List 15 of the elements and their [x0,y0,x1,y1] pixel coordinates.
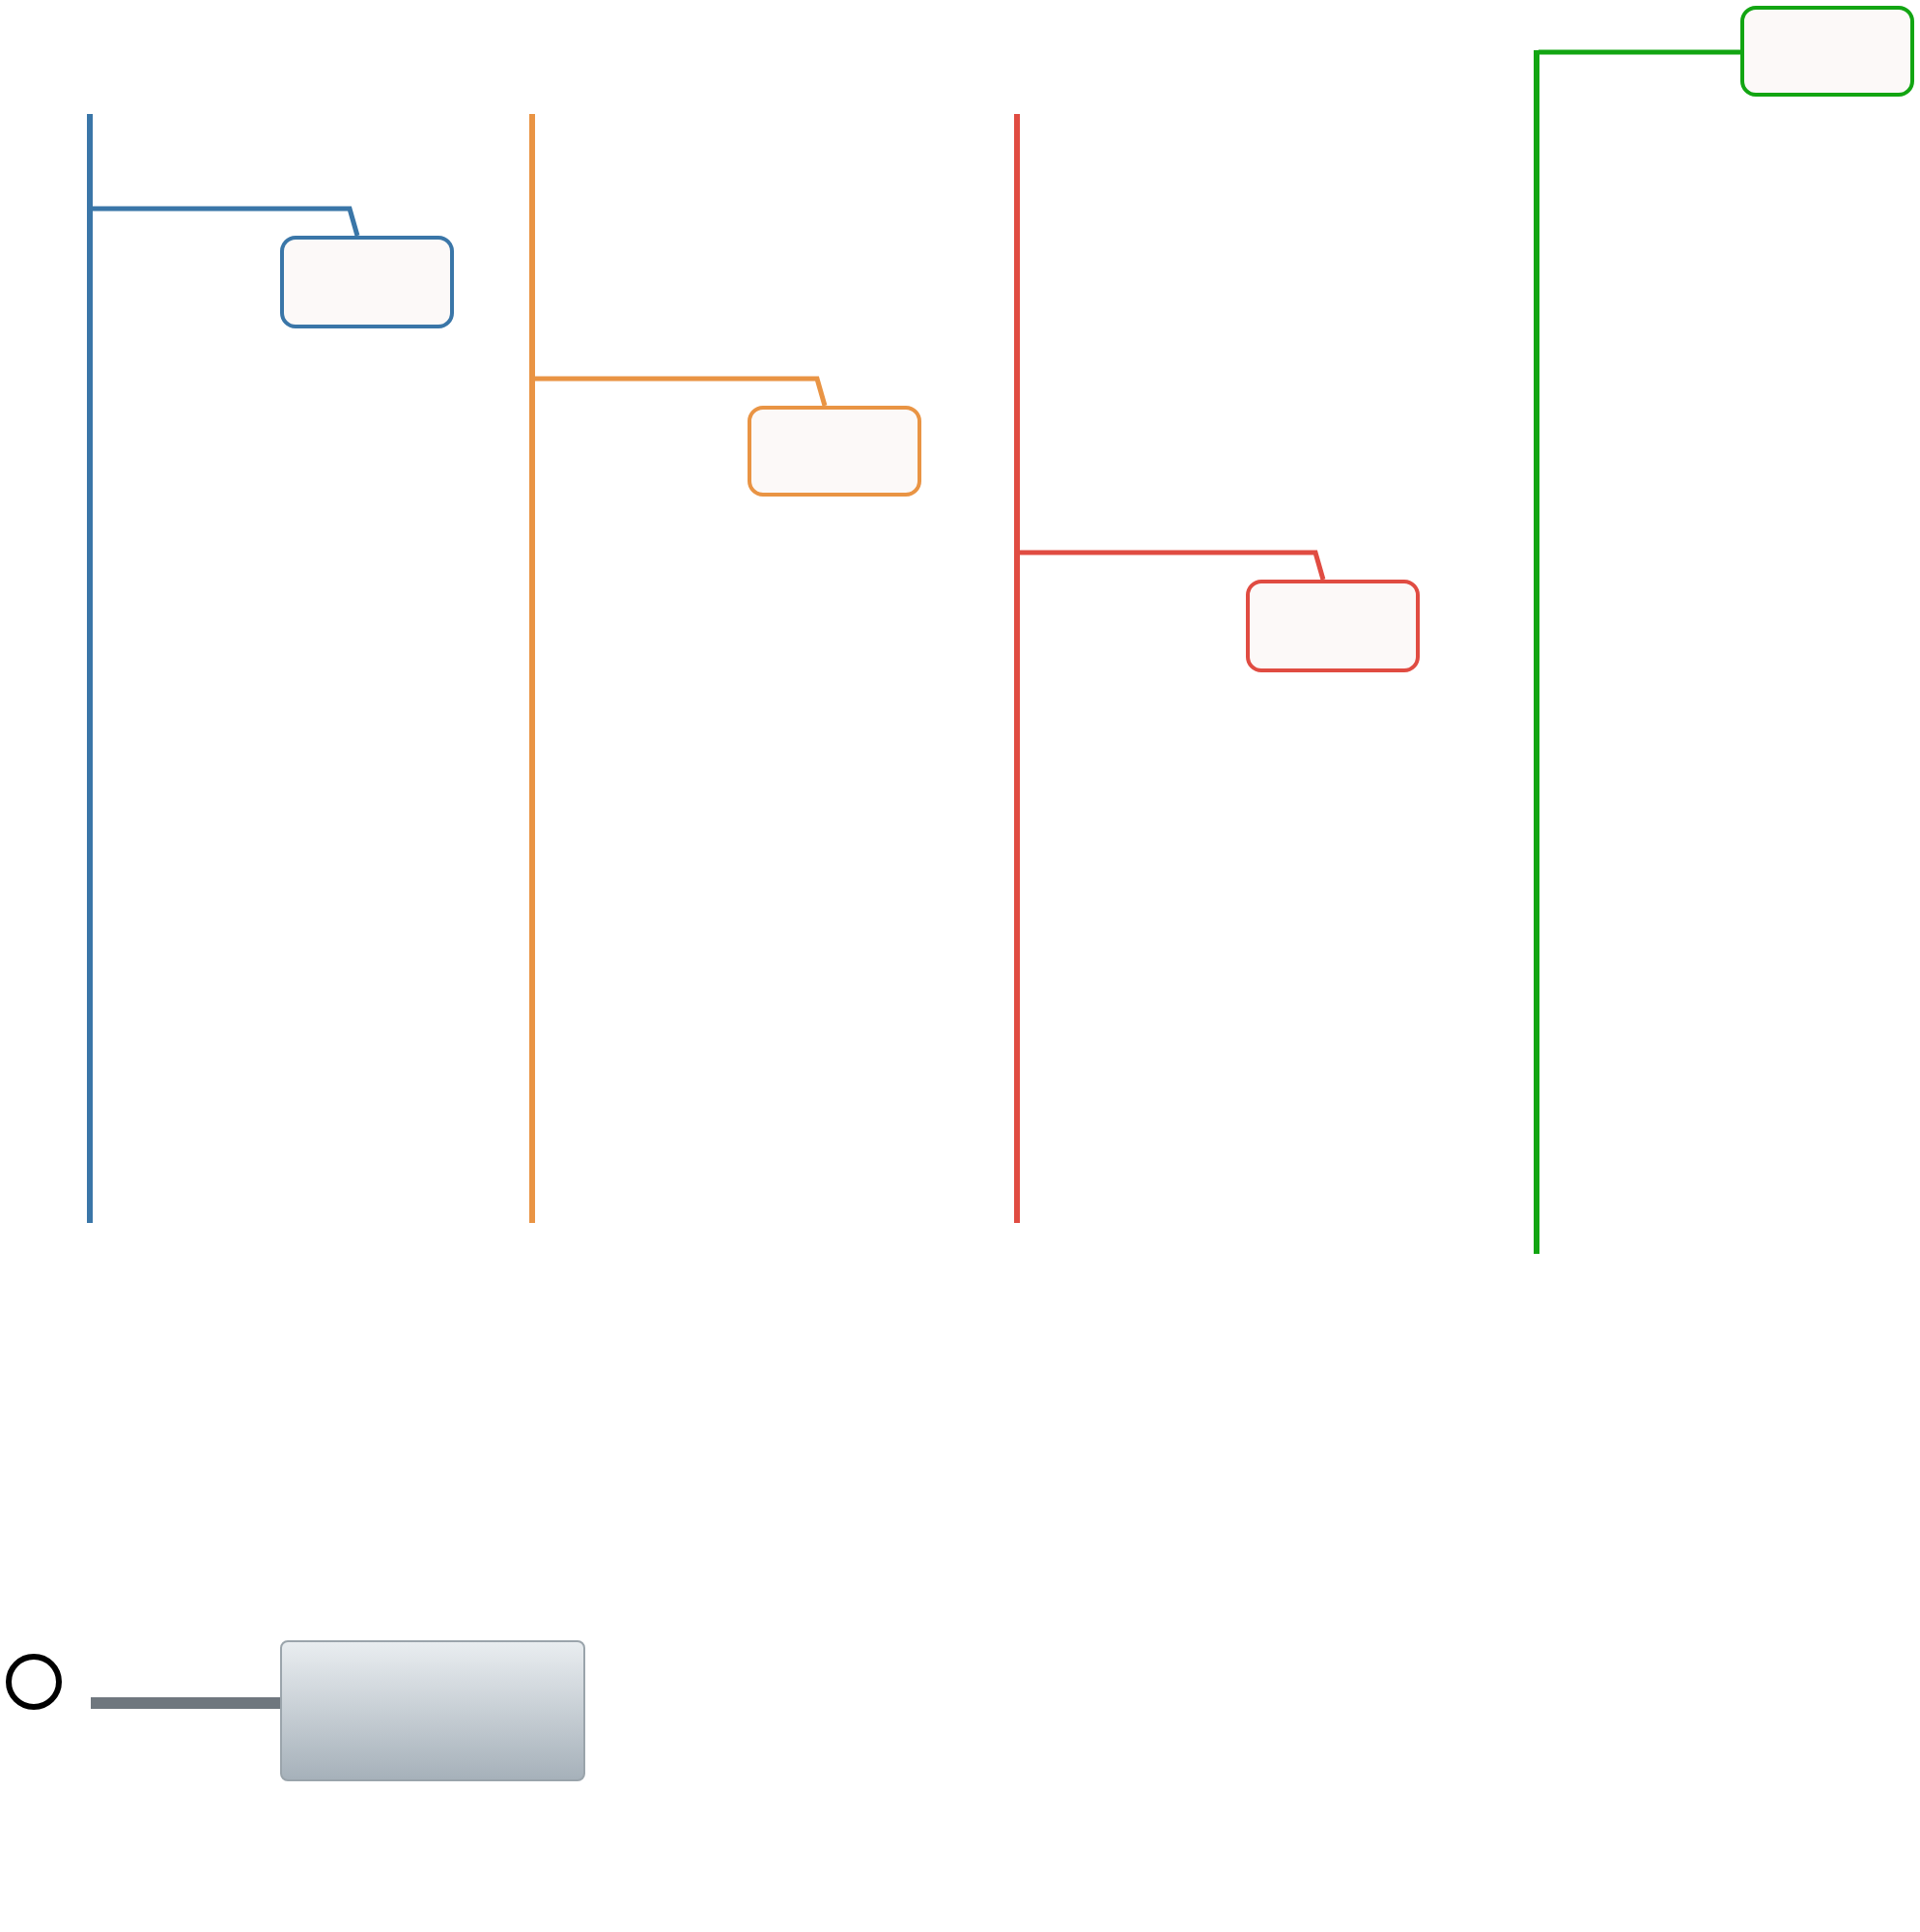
connector-line [534,376,828,407]
vertical-bar [1533,50,1539,1254]
vertical-bar [86,114,92,1223]
rounded-box [1740,6,1914,97]
connector-line [1539,49,1740,55]
connector-line [1019,550,1326,581]
connector-line [91,1697,280,1709]
vertical-bar [1013,114,1019,1223]
circle-node [6,1654,62,1710]
vertical-bar [528,114,534,1223]
connector-line [92,206,360,237]
rounded-box [280,236,454,328]
rounded-box [748,406,921,497]
rounded-box [1246,580,1420,672]
rounded-box [280,1640,585,1781]
